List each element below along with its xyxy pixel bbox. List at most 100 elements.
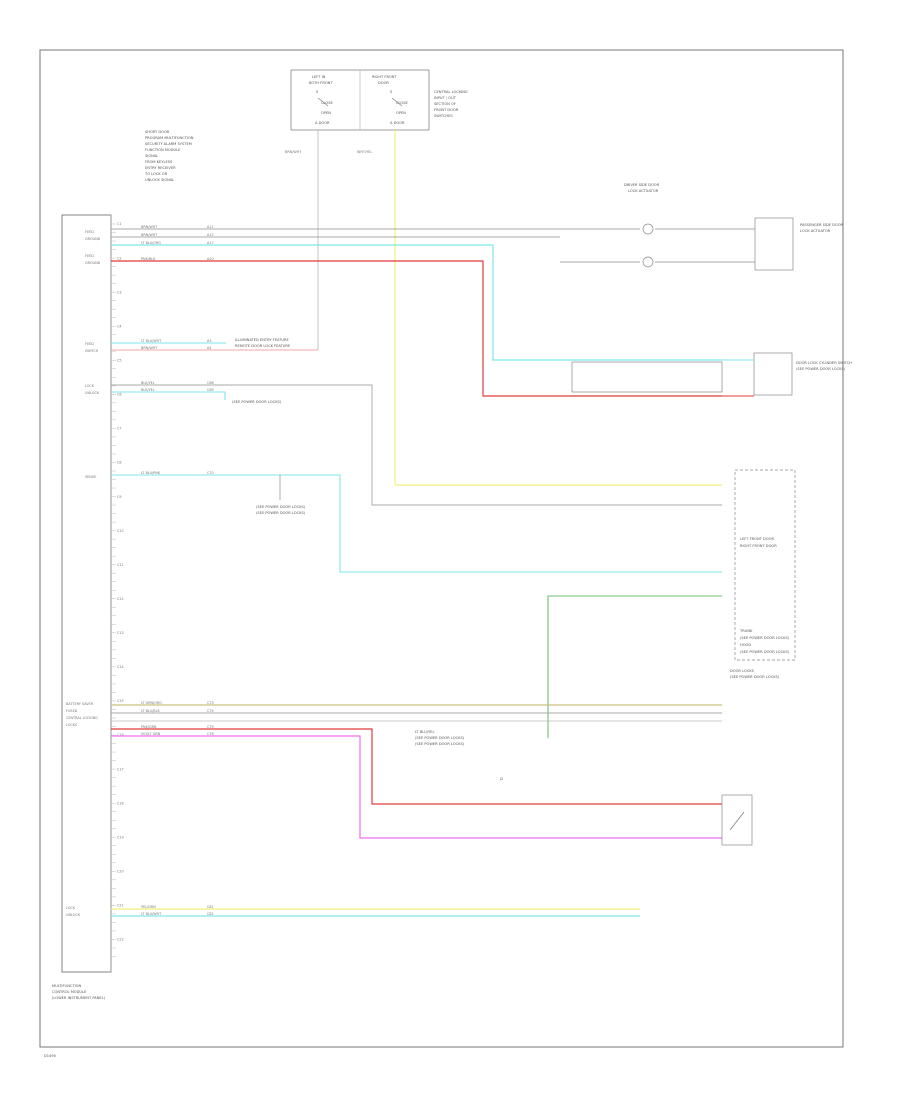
svg-text:(SEE POWER DOOR LOCKS): (SEE POWER DOOR LOCKS) (740, 636, 790, 640)
svg-text:C73: C73 (207, 701, 214, 705)
pin-label: C22 (117, 938, 124, 942)
svg-text:(LOWER INSTRUMENT PANEL): (LOWER INSTRUMENT PANEL) (52, 996, 106, 1000)
pin-label: C7 (117, 427, 122, 431)
svg-text:C68: C68 (207, 381, 214, 385)
svg-text:DOOR: DOOR (378, 81, 389, 85)
svg-text:BRN/WHT: BRN/WHT (141, 346, 158, 350)
svg-text:FUNCTION MODULE: FUNCTION MODULE (145, 148, 181, 152)
svg-text:SWITCH: SWITCH (85, 349, 99, 353)
cylinder-switch-box (571, 361, 723, 393)
pin-label: C3 (117, 290, 122, 294)
svg-text:LOCK: LOCK (66, 906, 76, 910)
figure-id: D1490 (44, 1054, 57, 1058)
svg-text:OPEN: OPEN (396, 111, 406, 115)
wire-row-9-cyan (111, 474, 722, 573)
svg-text:VIO/LT GRN: VIO/LT GRN (141, 732, 161, 736)
svg-text:LEFT IN: LEFT IN (312, 75, 326, 79)
svg-text:LT BLU/WHT: LT BLU/WHT (141, 912, 162, 916)
upper-right-labels: DRIVER SIDE DOOR LOCK ACTUATOR PASSENGER… (624, 183, 844, 233)
svg-text:(SEE POWER DOOR LOCKS): (SEE POWER DOOR LOCKS) (415, 736, 465, 740)
svg-text:INPUT / OUT: INPUT / OUT (434, 96, 457, 100)
svg-text:UNLOCK: UNLOCK (66, 913, 81, 917)
lower-right-switch (721, 794, 753, 846)
svg-text:OPEN: OPEN (321, 111, 331, 115)
svg-text:(SEE POWER DOOR LOCKS): (SEE POWER DOOR LOCKS) (415, 742, 465, 746)
svg-text:LT BLU/ORG: LT BLU/ORG (141, 241, 161, 245)
svg-text:(SEE POWER DOOR LOCKS): (SEE POWER DOOR LOCKS) (730, 675, 780, 679)
svg-text:C74: C74 (207, 709, 214, 713)
svg-text:S: S (390, 90, 393, 94)
svg-text:DRIVER SIDE DOOR: DRIVER SIDE DOOR (624, 183, 660, 187)
top-wire-label-right: WHT/YEL (357, 150, 372, 154)
svg-text:S: S (316, 90, 319, 94)
svg-text:FEED: FEED (85, 230, 94, 234)
switch-contacts (317, 97, 403, 107)
svg-text:FRONT DOOR: FRONT DOOR (434, 108, 459, 112)
right-switch-text: RIGHT FRONT DOOR S CLOSE OPEN A DOOR (372, 75, 408, 125)
pin-label: C8 (117, 461, 122, 465)
svg-text:FEED: FEED (85, 342, 94, 346)
svg-text:DOOR LOCKS: DOOR LOCKS (730, 669, 755, 673)
svg-text:UNLOCK: UNLOCK (85, 391, 100, 395)
svg-text:BOTH FRONT: BOTH FRONT (309, 81, 333, 85)
svg-text:LT BLU/WHT: LT BLU/WHT (141, 339, 162, 343)
svg-text:SIGNAL: SIGNAL (145, 154, 158, 158)
svg-text:BRN/WHT: BRN/WHT (141, 225, 158, 229)
svg-text:RIGHT FRONT DOOR: RIGHT FRONT DOOR (740, 544, 777, 548)
svg-text:A20: A20 (207, 257, 214, 261)
lower-switch-blade (729, 811, 745, 831)
svg-text:TO LOCK OR: TO LOCK OR (144, 172, 168, 176)
svg-text:C81: C81 (207, 905, 214, 909)
pin-label: C1 (117, 222, 122, 226)
svg-text:LOCK ACTUATOR: LOCK ACTUATOR (800, 229, 831, 233)
svg-text:BLK/YEL: BLK/YEL (141, 381, 155, 385)
svg-text:C70: C70 (207, 471, 214, 475)
wire-row-3-cyan (111, 244, 722, 361)
svg-text:(SEE POWER DOOR LOCKS): (SEE POWER DOOR LOCKS) (796, 367, 846, 371)
wire-row-4-red (111, 260, 722, 397)
svg-text:GROUND: GROUND (85, 261, 101, 265)
svg-text:FUSED: FUSED (66, 709, 78, 713)
svg-text:LOCK: LOCK (85, 384, 95, 388)
svg-text:CONTROL MODULE: CONTROL MODULE (52, 990, 87, 994)
svg-text:A4: A4 (207, 346, 211, 350)
wire-row-7-gray (111, 384, 722, 506)
svg-text:YEL/GRN: YEL/GRN (141, 905, 156, 909)
pin-label: C4 (117, 324, 122, 328)
svg-text:ILLUMINATED ENTRY FEATURE: ILLUMINATED ENTRY FEATURE (235, 338, 290, 342)
wire-row-13-magenta (111, 735, 722, 839)
svg-text:FROM KEYLESS: FROM KEYLESS (145, 160, 173, 164)
svg-text:C75: C75 (207, 725, 214, 729)
feature-notes: ILLUMINATED ENTRY FEATURE REMOTE DOOR LO… (232, 338, 465, 746)
pin-label: C20 (117, 870, 124, 874)
svg-text:A12: A12 (207, 233, 214, 237)
svg-text:C76: C76 (207, 732, 214, 736)
svg-text:SECTION OF: SECTION OF (434, 102, 456, 106)
multifunction-module (61, 214, 112, 973)
wire-row-8-cyan (111, 391, 226, 400)
svg-text:DOOR LOCK CYLINDER SWITCH: DOOR LOCK CYLINDER SWITCH (796, 361, 852, 365)
module-caption: MULTIFUNCTION CONTROL MODULE (LOWER INST… (52, 984, 106, 1000)
top-wire-label-left: BRN/WHT (285, 150, 302, 154)
svg-text:BRN/WHT: BRN/WHT (141, 233, 158, 237)
svg-text:FEED: FEED (85, 254, 94, 258)
svg-text:LT BLU/PNK: LT BLU/PNK (141, 471, 161, 475)
svg-text:PASSENGER SIDE DOOR: PASSENGER SIDE DOOR (800, 223, 844, 227)
pin-label: C2 (117, 256, 122, 260)
svg-text:CENTRAL LOCKING: CENTRAL LOCKING (434, 90, 468, 94)
left-side-labels: FEED GROUND FEED GROUND FEED SWITCH LOCK… (85, 230, 101, 479)
pin-label: C13 (117, 631, 124, 635)
pin-label: C17 (117, 767, 124, 771)
svg-text:LT GRN/ORG: LT GRN/ORG (141, 701, 162, 705)
cylinder-switch-right-box (753, 352, 793, 396)
pin-label: C19 (117, 835, 124, 839)
svg-text:PNK/GRN: PNK/GRN (141, 725, 157, 729)
svg-text:A17: A17 (207, 241, 214, 245)
module-side-labels: BATTERY SAVER FUSED CENTRAL LOCKING LOCK… (66, 702, 98, 917)
svg-text:HOOD: HOOD (740, 643, 751, 647)
door-lock-module (734, 469, 796, 661)
svg-text:CLOSE: CLOSE (396, 101, 408, 105)
svg-text:SHORT DOOR: SHORT DOOR (145, 130, 170, 134)
pin-label: C10 (117, 529, 124, 533)
